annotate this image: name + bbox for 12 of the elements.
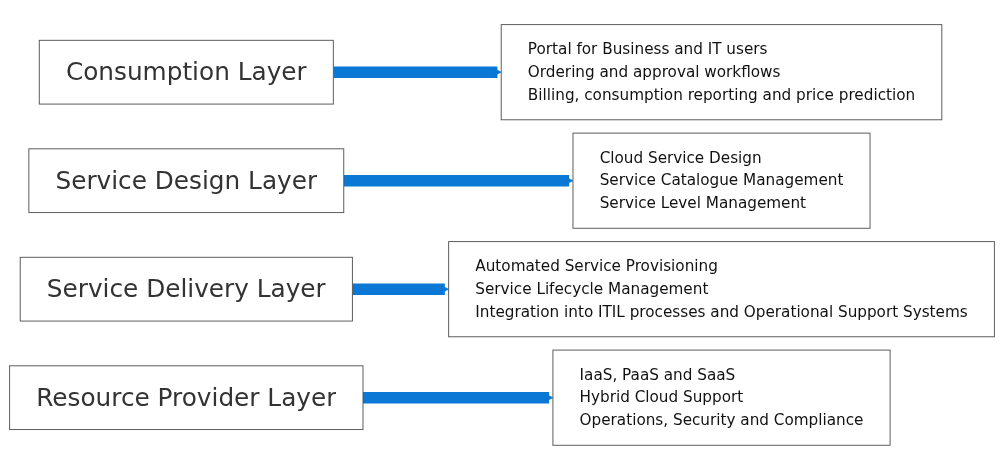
list-box: IaaS, PaaS and SaaS Hybrid Cloud Support Operations, Security and Compliance [552, 349, 891, 446]
list-box: Portal for Business and IT users Ordering and approval workflows Billing, consumption reporting and price prediction [500, 24, 943, 121]
layer-box: Resource Provider Layer [9, 365, 364, 431]
layer-box: Service Delivery Layer [19, 256, 353, 322]
list-box: Cloud Service Design Service Catalogue Management Service Level Management [572, 132, 871, 229]
layer-box: Consumption Layer [38, 39, 334, 105]
arrow [352, 283, 450, 295]
list-box: Automated Service Provisioning Service Lifecycle Management Integration into ITIL processes and Operational Support Systems [448, 241, 995, 338]
arrow [333, 66, 502, 78]
arrow [343, 175, 574, 187]
layer-box: Service Design Layer [28, 148, 345, 214]
arrow [363, 392, 554, 404]
